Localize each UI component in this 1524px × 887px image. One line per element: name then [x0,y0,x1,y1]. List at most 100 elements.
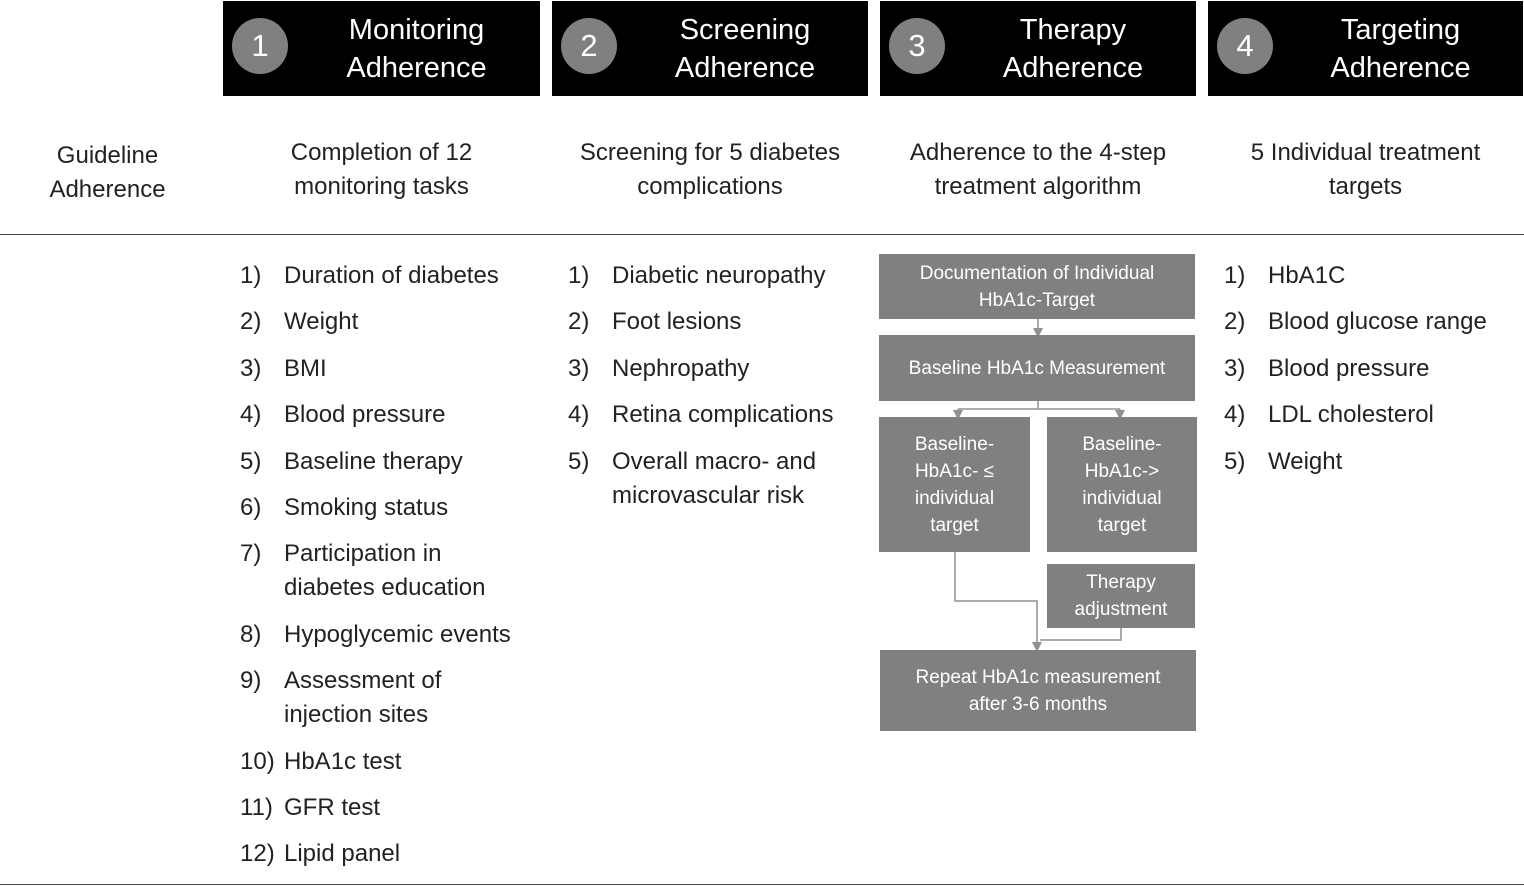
list-item-text-continued: injection sites [284,701,429,729]
desc-line1: Screening for 5 diabetes [579,139,841,166]
list-item-text: Baseline therapy [284,447,463,475]
flow-box-line: adjustment [1074,599,1168,620]
flow-box-line: HbA1c-> [1084,460,1160,482]
list-item-text: Assessment of [284,667,442,695]
list-item-text: BMI [284,354,327,382]
desc-line1: Adherence to the 4-step [909,139,1167,166]
list-item-text: Retina complications [612,401,834,429]
connector-below-to-repeat [954,552,1042,652]
list-item: 8) Hypoglycemic events [240,618,540,652]
flow-box-repeat-measurement: Repeat HbA1c measurement after 3-6 month… [880,650,1196,731]
list-item-text: Duration of diabetes [284,262,499,289]
flow-box-line: Baseline- [1082,433,1162,455]
flow-box-line: target [930,514,979,536]
flow-box-documentation: Documentation of Individual HbA1c-Target [879,254,1195,319]
header-title-line2: Adherence [1002,52,1144,84]
list-item: 5) Weight [1224,445,1519,479]
list-item-text-continued: microvascular risk [612,481,805,509]
list-item-number: 1) [568,262,590,289]
desc-line2: complications [637,173,783,200]
list-item-number: 10) [240,747,275,775]
list-item: 2)Blood glucose range [1224,305,1519,339]
desc-therapy: Adherence to the 4-step treatment algori… [880,136,1196,204]
flow-box-below-target: Baseline- HbA1c- ≤ individual target [879,417,1030,552]
list-item-number: 3) [568,354,590,382]
list-item-number: 1) [240,262,262,289]
step-number-badge: 3 [889,18,945,74]
list-item: 12)Lipid panel [240,837,540,871]
list-item-number: 5) [1224,447,1246,475]
list-item-number: 7) [240,540,262,568]
flow-box-line: Baseline HbA1c Measurement [908,357,1166,379]
list-item-text: Diabetic neuropathy [612,262,826,289]
list-item-number: 6) [240,493,262,521]
row-label-line1: Guideline [56,142,159,169]
desc-line1: Completion of 12 [290,139,473,166]
header-targeting-adherence: 4 Targeting Adherence [1208,1,1523,96]
header-screening-adherence: 2 Screening Adherence [552,1,868,96]
header-title: Screening Adherence [622,11,868,87]
header-title-line1: Screening [679,14,811,46]
list-item-text: Foot lesions [612,308,742,336]
header-title-line1: Monitoring [348,14,485,46]
desc-screening: Screening for 5 diabetes complications [552,136,868,204]
flow-box-line: HbA1c-Target [978,289,1096,311]
header-title-line2: Adherence [674,52,816,84]
connector-baseline-split [958,401,1120,410]
header-title-line2: Adherence [1330,52,1471,84]
header-therapy-adherence: 3 Therapy Adherence [880,1,1196,96]
list-item-text: Blood pressure [284,401,446,429]
divider-bottom [0,884,1524,885]
divider-top [0,234,1524,235]
list-item-text: Nephropathy [612,354,750,382]
list-item-text: Lipid panel [284,840,401,868]
list-item-text: Participation in [284,540,442,568]
step-number-badge: 4 [1217,18,1273,74]
step-number-badge: 1 [232,18,288,74]
flow-box-therapy-adjustment: Therapy adjustment [1047,564,1195,628]
list-item: 6)Smoking status [240,491,540,525]
list-item-number: 5) [568,447,590,475]
list-item-text: Blood glucose range [1268,308,1487,336]
list-item-text: LDL cholesterol [1268,401,1434,429]
desc-monitoring: Completion of 12 monitoring tasks [223,136,540,204]
row-label-line2: Adherence [49,176,166,203]
header-title: Therapy Adherence [950,11,1196,87]
flow-box-line: target [1097,514,1147,536]
header-title: Targeting Adherence [1278,11,1523,87]
flow-box-line: after 3-6 months [968,693,1108,715]
flow-box-baseline-measurement: Baseline HbA1c Measurement [879,335,1195,401]
list-item-number: 1) [1224,262,1246,289]
list-item-text: HbA1C [1268,262,1346,289]
step-number-badge: 2 [561,18,617,74]
list-item: 3) Nephropathy [568,352,868,386]
flow-box-line: HbA1c- ≤ [914,460,995,482]
list-item: 4) Retina complications [568,398,868,432]
list-item-number: 4) [1224,401,1246,429]
list-item-text: Weight [1268,447,1343,475]
list-item: 10)HbA1c test [240,745,540,779]
desc-line2: targets [1328,173,1403,200]
desc-line2: treatment algorithm [934,173,1142,200]
list-item: 1) Diabetic neuropathy [568,259,868,293]
row-label-guideline-adherence: Guideline Adherence [30,139,185,207]
list-item: 3)BMI [240,352,540,386]
list-item-number: 4) [568,401,590,429]
targets-list: 1)HbA1C 2)Blood glucose range 3)Blood pr… [1224,259,1519,479]
connector-adjustment-to-repeat [1040,628,1122,641]
list-item: 2)Foot lesions [568,305,868,339]
list-item: 4)Blood pressure [240,398,540,432]
flow-box-line: Documentation of Individual [919,262,1155,284]
list-item-number: 8) [240,620,262,648]
header-title-line1: Targeting [1340,14,1461,46]
screening-list: 1) Diabetic neuropathy 2)Foot lesions 3) N… [568,259,868,513]
list-item: 5)Baseline therapy [240,445,540,479]
flow-box-line: individual [914,487,995,509]
desc-targeting: 5 Individual treatment targets [1208,136,1523,204]
list-item-text: GFR test [284,793,381,821]
list-item-text: Hypoglycemic events [284,620,511,648]
